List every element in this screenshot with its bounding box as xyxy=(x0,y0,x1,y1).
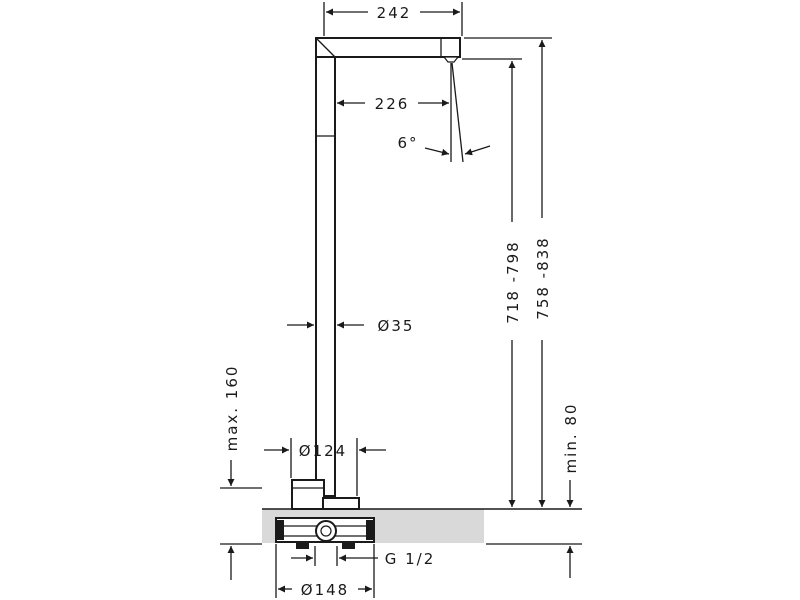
label-jet-angle: 6° xyxy=(397,134,418,152)
label-outlet-height: 718 -798 xyxy=(504,240,522,323)
aerator xyxy=(442,56,460,63)
label-thread: G 1/2 xyxy=(385,550,436,568)
dimension-spout-reach: 242 xyxy=(323,2,463,36)
dimension-jet-angle: 6° xyxy=(397,62,491,163)
dimension-base-diameter: Ø124 xyxy=(264,438,386,496)
dimension-thread: G 1/2 xyxy=(291,546,436,568)
base-plate xyxy=(322,497,360,510)
dimension-tube-diameter: Ø35 xyxy=(287,317,415,335)
label-floor-min-depth: min. 80 xyxy=(562,403,580,474)
dimension-floor-min-depth: min. 80 xyxy=(486,403,582,578)
faucet-column xyxy=(315,39,336,497)
dimension-base-max-height: max. 160 xyxy=(220,365,262,580)
base-flange xyxy=(291,479,325,510)
label-spout-reach: 242 xyxy=(377,4,412,22)
mounting-housing xyxy=(275,517,375,549)
label-spout-inner: 226 xyxy=(375,95,410,113)
label-housing-diameter: Ø148 xyxy=(301,581,349,599)
dimension-outlet-height: 718 -798 xyxy=(462,58,522,507)
dimension-spout-inner: 226 xyxy=(337,95,449,113)
label-tube-diameter: Ø35 xyxy=(378,317,415,335)
label-base-max-height: max. 160 xyxy=(223,365,241,452)
dimension-housing-diameter: Ø148 xyxy=(275,544,375,599)
faucet-body xyxy=(291,37,461,510)
label-total-height: 758 -838 xyxy=(534,236,552,319)
faucet-spout xyxy=(315,37,461,58)
dimension-total-height: 758 -838 xyxy=(464,37,552,507)
label-base-diameter: Ø124 xyxy=(299,442,347,460)
